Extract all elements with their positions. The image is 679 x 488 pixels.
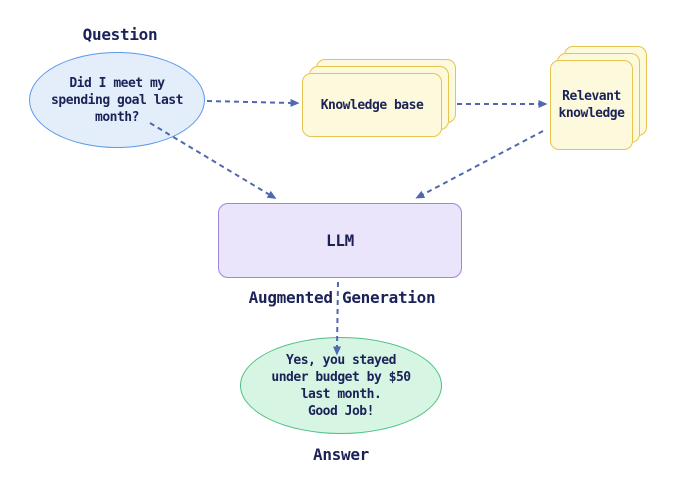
question-label: Question (82, 25, 158, 44)
answer-label: Answer (313, 445, 369, 464)
knowledge-base-node[interactable]: Knowledge base (302, 59, 459, 138)
answer-bubble-node[interactable]: Yes, you stayed under budget by $50 last… (240, 337, 442, 434)
question-bubble-text: Did I meet my spending goal last month? (51, 75, 183, 125)
knowledge-base-card-front: Knowledge base (302, 73, 442, 137)
relevant-knowledge-node[interactable]: Relevant knowledge (550, 46, 648, 151)
augmented-generation-label: Augmented Generation (248, 288, 436, 307)
llm-text: LLM (326, 231, 354, 250)
llm-node[interactable]: LLM (218, 203, 462, 278)
relevant-knowledge-text: Relevant knowledge (558, 89, 625, 121)
question-bubble-node[interactable]: Did I meet my spending goal last month? (29, 52, 205, 148)
edge-question-to-knowledge-base (206, 98, 300, 107)
edge-relevant-knowledge-to-llm (415, 130, 544, 199)
answer-bubble-text: Yes, you stayed under budget by $50 last… (271, 352, 411, 419)
knowledge-base-text: Knowledge base (320, 97, 424, 113)
relevant-knowledge-card-front: Relevant knowledge (550, 60, 633, 150)
